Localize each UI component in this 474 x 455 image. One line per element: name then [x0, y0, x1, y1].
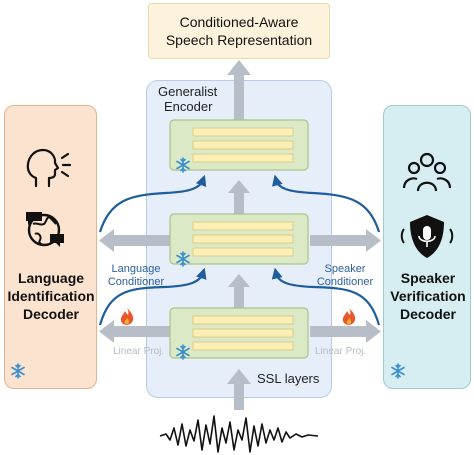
lang-cond-line1: Language	[111, 263, 161, 275]
right-mid-gray-arrow	[310, 229, 381, 252]
fire-icon	[120, 308, 134, 325]
output-arrow	[227, 60, 251, 120]
lid-label-line2: Identification	[7, 288, 95, 304]
language-identification-decoder-label: Language Identification Decoder	[6, 269, 96, 323]
snowflake-icon	[11, 363, 25, 379]
snowflake-icon	[391, 363, 405, 379]
lid-label-line1: Language	[17, 270, 85, 286]
language-conditioner-label: Language Conditioner	[106, 263, 166, 289]
left-linear-proj-label: Linear Proj.	[113, 346, 165, 357]
lid-label-line3: Decoder	[22, 306, 80, 322]
ssl-layer	[169, 307, 309, 359]
speaker-verification-decoder-label: Speaker Verification Decoder	[384, 269, 472, 323]
fire-icon	[342, 308, 356, 325]
speaker-conditioner-label: Speaker Conditioner	[314, 263, 376, 289]
spk-cond-line2: Conditioner	[316, 276, 374, 288]
layer-arrow-1	[228, 274, 250, 309]
encoder-title: Generalist Encoder	[158, 84, 217, 114]
spk-cond-line1: Speaker	[324, 263, 366, 275]
sv-label-line1: Speaker	[400, 270, 456, 286]
encoder-title-line2: Encoder	[164, 99, 213, 114]
left-linear-proj-arrow	[99, 320, 170, 343]
encoder-layer-top	[169, 119, 309, 171]
input-arrow	[227, 369, 251, 410]
globe-chat-icon	[26, 212, 64, 247]
ssl-layers-label: SSL layers	[257, 371, 320, 386]
layer-arrow-2	[228, 180, 250, 214]
sv-label-line2: Verification	[390, 288, 466, 304]
encoder-title-line1: Generalist	[158, 84, 218, 99]
people-group-icon	[402, 152, 452, 192]
right-linear-proj-label: Linear Proj.	[315, 346, 367, 357]
output-label-line1: Conditioned-Aware	[179, 14, 299, 30]
shield-microphone-icon	[400, 215, 454, 258]
sv-label-line3: Decoder	[399, 306, 457, 322]
conditioner-arrows	[98, 174, 381, 326]
encoder-layer-middle	[169, 213, 309, 265]
waveform-icon	[159, 415, 319, 453]
right-linear-proj-arrow	[310, 320, 381, 343]
speaking-head-icon	[26, 148, 72, 188]
lang-cond-line2: Conditioner	[107, 276, 165, 288]
output-label-line2: Speech Representation	[165, 32, 313, 48]
left-mid-gray-arrow	[99, 229, 170, 252]
output-representation-box: Conditioned-Aware Speech Representation	[148, 3, 330, 59]
